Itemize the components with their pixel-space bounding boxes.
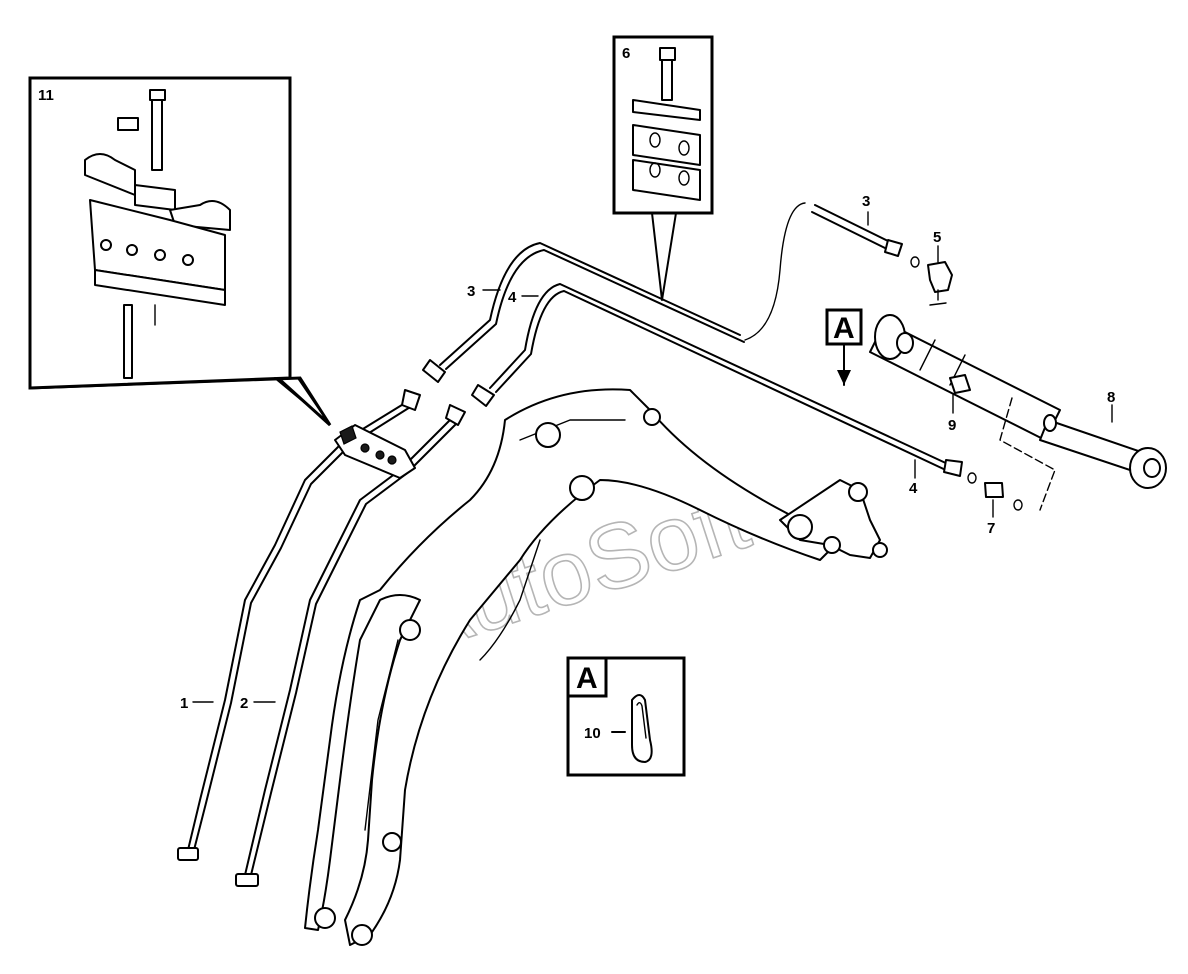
line-4-end-fitting <box>943 459 1023 511</box>
boom-arm <box>304 388 888 946</box>
hydraulic-line-4 <box>445 283 951 473</box>
callout-6: 6 <box>622 45 630 62</box>
elbow-fitting-5 <box>927 261 953 306</box>
callout-2: 2 <box>240 695 248 712</box>
detail-box-11 <box>28 76 332 427</box>
callout-3-left: 3 <box>467 283 475 300</box>
view-a-label: A <box>833 312 855 345</box>
line-3-end-fitting <box>811 204 920 268</box>
callout-5: 5 <box>933 229 941 246</box>
hydraulic-line-3 <box>401 202 806 411</box>
callout-3-right: 3 <box>862 193 870 210</box>
callout-10: 10 <box>584 725 601 742</box>
callout-4-left: 4 <box>508 289 517 306</box>
clip-9 <box>949 374 971 394</box>
detail-a-label: A <box>576 662 598 695</box>
clamp-assembly <box>334 424 416 479</box>
callout-1: 1 <box>180 695 188 712</box>
detail-box-6 <box>612 35 714 301</box>
callout-7: 7 <box>987 520 995 537</box>
view-a-marker: A <box>825 308 863 386</box>
leader-lines <box>192 211 1113 703</box>
callout-4-right: 4 <box>909 480 918 497</box>
detail-box-a: A <box>566 656 686 777</box>
callout-9: 9 <box>948 417 956 434</box>
callout-8: 8 <box>1107 389 1115 406</box>
callout-11: 11 <box>38 87 54 104</box>
